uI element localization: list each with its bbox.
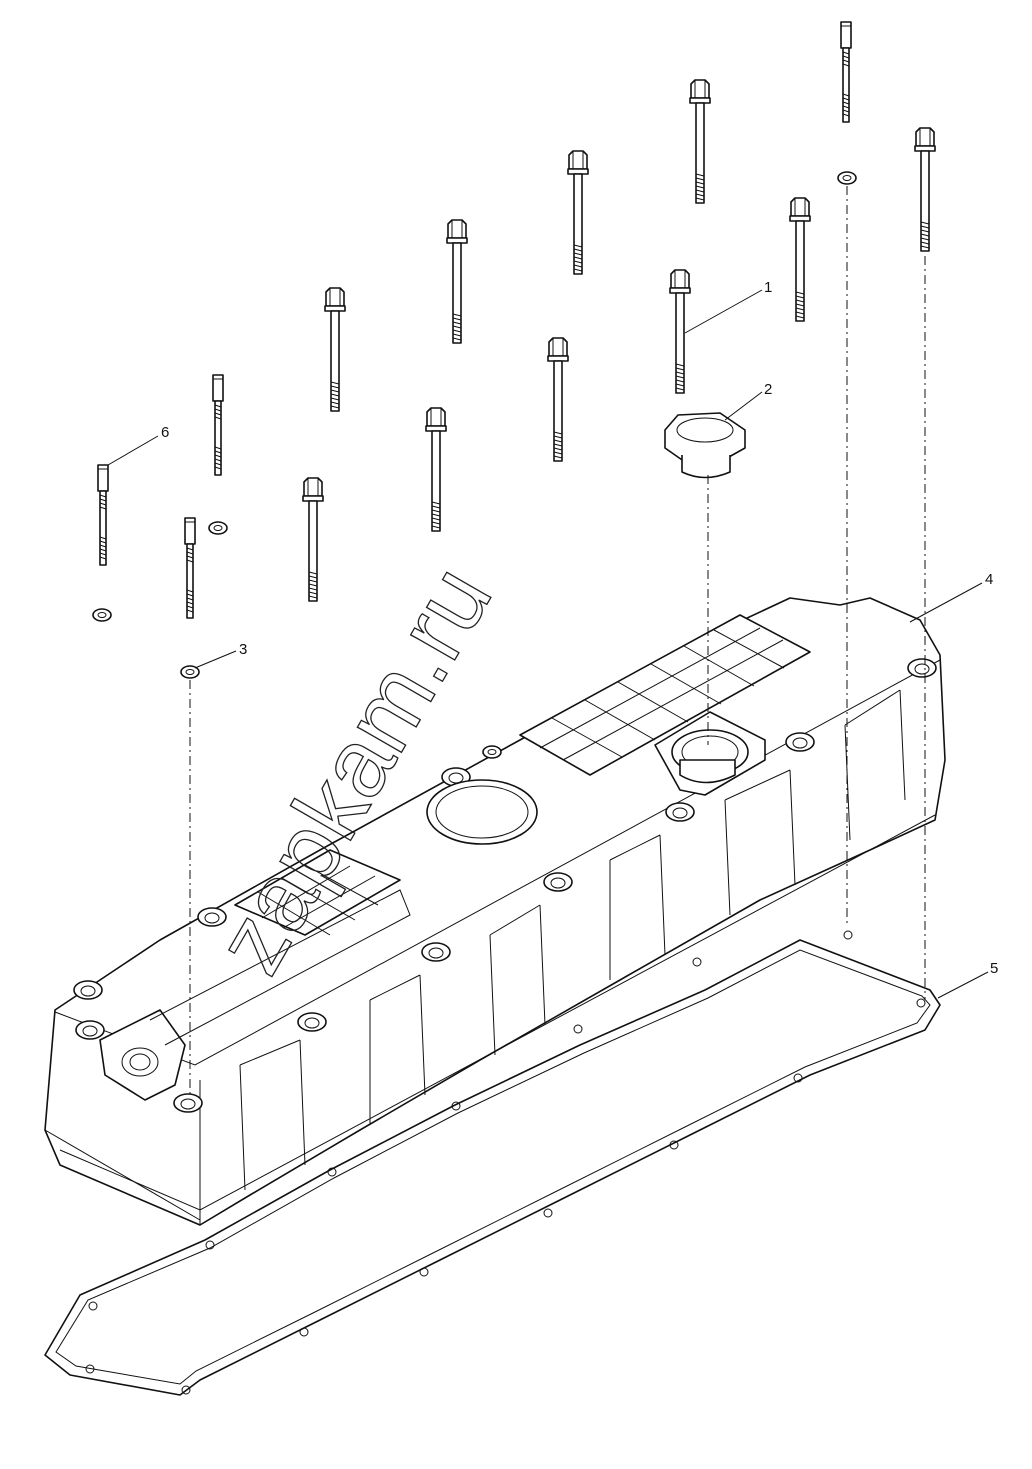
callout-4: 4: [985, 571, 993, 588]
valve-cover: [44, 597, 946, 1226]
callout-5: 5: [990, 960, 998, 977]
oil-filler-cap: [664, 412, 746, 784]
callout-3: 3: [239, 641, 247, 658]
cover-bolts: [302, 79, 936, 602]
valve-cover-gasket: [44, 930, 941, 1396]
callouts: 1 2 3 4 5 6: [107, 279, 998, 999]
assembly-centerlines: [189, 186, 926, 1095]
callout-2: 2: [764, 381, 772, 398]
callout-6: 6: [161, 424, 169, 441]
callout-1: 1: [764, 279, 772, 296]
